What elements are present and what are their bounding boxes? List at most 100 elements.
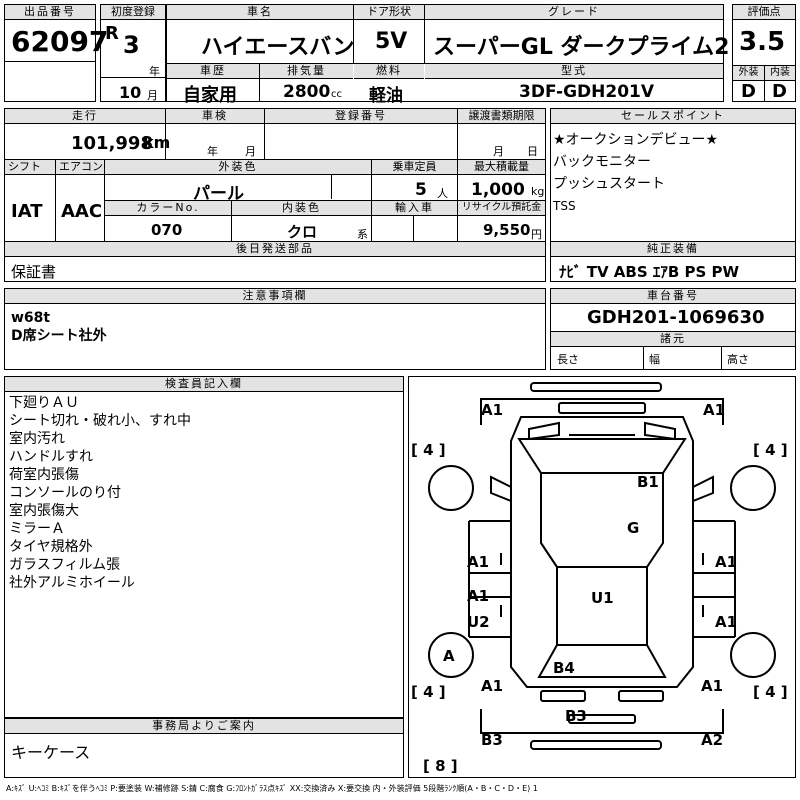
transfer-month: 月 bbox=[493, 145, 504, 158]
import-label: 輸入車 bbox=[372, 201, 457, 216]
load-label: 最大積載量 bbox=[458, 160, 545, 175]
capacity-unit: 人 bbox=[437, 187, 448, 200]
year-unit: 年 bbox=[149, 65, 160, 78]
shift-label: シフト bbox=[5, 160, 55, 175]
inspector-line: ハンドルすれ bbox=[9, 449, 93, 465]
sales-box: セールスポイント ★オークションデビュー★ バックモニター プッシュスタート T… bbox=[550, 108, 796, 282]
inspector-line: ミラーＡ bbox=[9, 521, 65, 537]
mark-back-door: B3 bbox=[565, 707, 587, 725]
later: 保証書 bbox=[11, 263, 57, 281]
inspector-line: 下廻りＡＵ bbox=[9, 395, 79, 411]
grade: スーパーGL ダークプライム2 bbox=[433, 35, 730, 60]
notes-lines: w68t D席シート社外 bbox=[11, 309, 107, 345]
mark-windshield: B1 bbox=[637, 473, 659, 491]
door: 5V bbox=[375, 29, 408, 54]
mark-front-left: A1 bbox=[481, 401, 504, 419]
mark-roof: U1 bbox=[591, 589, 614, 607]
door-label: ドア形状 bbox=[354, 5, 424, 20]
score-box: 評価点 3.5 外装 内装 D D bbox=[732, 4, 796, 102]
displacement-unit: cc bbox=[331, 89, 342, 100]
vehicle-box: 車名 ドア形状 グレード ハイエースバン 5V スーパーGL ダークプライム2 … bbox=[166, 4, 729, 106]
inspector-label: 検査員記入欄 bbox=[5, 377, 403, 392]
mileage-label: 走行 bbox=[5, 109, 165, 124]
tire-rear-right: [ 4 ] bbox=[753, 683, 788, 701]
recycle-label: リサイクル預託金 bbox=[458, 201, 545, 216]
mark-rear-right: A1 bbox=[701, 677, 724, 695]
mark-left-door: A1 bbox=[467, 553, 490, 571]
car-outline bbox=[428, 382, 776, 750]
width-label: 幅 bbox=[649, 353, 660, 366]
ac-label: エアコン bbox=[56, 160, 104, 175]
sales-label: セールスポイント bbox=[551, 109, 795, 124]
damage-diagram: [ 4 ] [ 4 ] [ 4 ] [ 4 ] [ 8 ] A1 A1 B1 G… bbox=[408, 376, 796, 778]
sales-item: TSS bbox=[553, 199, 576, 213]
inspector-line: コンソールのり付 bbox=[9, 485, 121, 501]
mark-rear-bumper-right: A2 bbox=[701, 731, 724, 749]
transfer-label: 譲渡書類期限 bbox=[458, 109, 545, 124]
color-no: 070 bbox=[151, 221, 183, 239]
color-no-label: カラーNo. bbox=[105, 201, 231, 216]
office-value: キーケース bbox=[11, 743, 91, 762]
later-label: 後日発送部品 bbox=[5, 242, 545, 257]
mark-left-sill: U2 bbox=[467, 613, 490, 631]
chassis-number: GDH201-1069630 bbox=[587, 307, 765, 328]
transfer-day: 日 bbox=[527, 145, 538, 158]
insp-month: 月 bbox=[245, 145, 256, 158]
sales-item: バックモニター bbox=[553, 154, 651, 170]
notes-line: D席シート社外 bbox=[11, 328, 107, 344]
details-box: 走行 車検 登録番号 譲渡書類期限 101,998 km 年 月 月 日 シフト… bbox=[4, 108, 546, 282]
notes-line: w68t bbox=[11, 310, 51, 326]
car-name: ハイエースバン bbox=[201, 35, 355, 60]
int-color-label: 内装色 bbox=[232, 201, 371, 216]
mark-rear-left: A1 bbox=[481, 677, 504, 695]
lot-box: 出品番号 62097 bbox=[4, 4, 108, 102]
office-box: 事務局よりご案内 キーケース bbox=[4, 718, 404, 778]
inspector-line: 社外アルミホイール bbox=[9, 575, 135, 591]
chassis-label: 車台番号 bbox=[551, 289, 795, 304]
chassis-box: 車台番号 GDH201-1069630 諸元 長さ 幅 高さ bbox=[550, 288, 796, 370]
color-label: 外装色 bbox=[105, 160, 371, 175]
mark-left-rear-door: A1 bbox=[467, 587, 490, 605]
tire-rear-left: [ 4 ] bbox=[411, 683, 446, 701]
shift: IAT bbox=[11, 201, 43, 222]
mark-right-door: A1 bbox=[715, 553, 738, 571]
month-num: 10 bbox=[119, 83, 142, 102]
mark-left-wheel: A bbox=[443, 647, 455, 665]
inspector-line: シート切れ・破れ小、すれ中 bbox=[9, 413, 191, 429]
inspection-label: 車検 bbox=[166, 109, 264, 124]
sales-list: ★オークションデビュー★ バックモニター プッシュスタート TSS bbox=[553, 129, 793, 217]
year-num: 3 bbox=[123, 31, 140, 59]
month-unit: 月 bbox=[147, 89, 158, 102]
displacement-label: 排気量 bbox=[260, 64, 353, 79]
sales-item: プッシュスタート bbox=[553, 176, 665, 192]
equipment-label: 純正装備 bbox=[551, 242, 795, 257]
spec-label: 諸元 bbox=[551, 332, 795, 347]
equipment: ﾅﾋﾞ TV ABS ｴｱB PS PW bbox=[559, 263, 740, 281]
inspector-line: タイヤ規格外 bbox=[9, 539, 93, 555]
exterior: D bbox=[741, 81, 756, 102]
model: 3DF-GDH201V bbox=[519, 82, 655, 102]
height-label: 高さ bbox=[727, 353, 749, 366]
mark-glass: G bbox=[627, 519, 640, 537]
first-reg-box: 初度登録 R 3 年 10 月 bbox=[100, 4, 166, 102]
inspector-lines: 下廻りＡＵ シート切れ・破れ小、すれ中 室内汚れ ハンドルすれ 荷室内張傷 コン… bbox=[9, 394, 191, 592]
inspector-line: 室内汚れ bbox=[9, 431, 65, 447]
notes-label: 注意事項欄 bbox=[5, 289, 545, 304]
history: 自家用 bbox=[183, 85, 237, 106]
mark-right-rear-door: A1 bbox=[715, 613, 738, 631]
fuel-label: 燃料 bbox=[354, 64, 424, 79]
tire-spare: [ 8 ] bbox=[423, 757, 458, 775]
first-reg-label: 初度登録 bbox=[101, 5, 165, 20]
history-label: 車歴 bbox=[167, 64, 259, 79]
length-label: 長さ bbox=[557, 353, 579, 366]
tire-front-right: [ 4 ] bbox=[753, 441, 788, 459]
int-color-unit: 系 bbox=[357, 228, 368, 241]
model-label: 型式 bbox=[425, 64, 723, 79]
recycle-unit: 円 bbox=[531, 228, 542, 241]
mileage-unit: km bbox=[143, 133, 171, 152]
mark-front-right: A1 bbox=[703, 401, 726, 419]
capacity: 5 bbox=[415, 180, 427, 200]
legend: A:ｷｽﾞ U:ﾍｺﾐ B:ｷｽﾞを伴うﾍｺﾐ P:要塗装 W:補修跡 S:錆 … bbox=[6, 784, 538, 793]
interior-label: 内装 bbox=[765, 66, 795, 81]
sales-item: ★オークションデビュー★ bbox=[553, 132, 719, 148]
